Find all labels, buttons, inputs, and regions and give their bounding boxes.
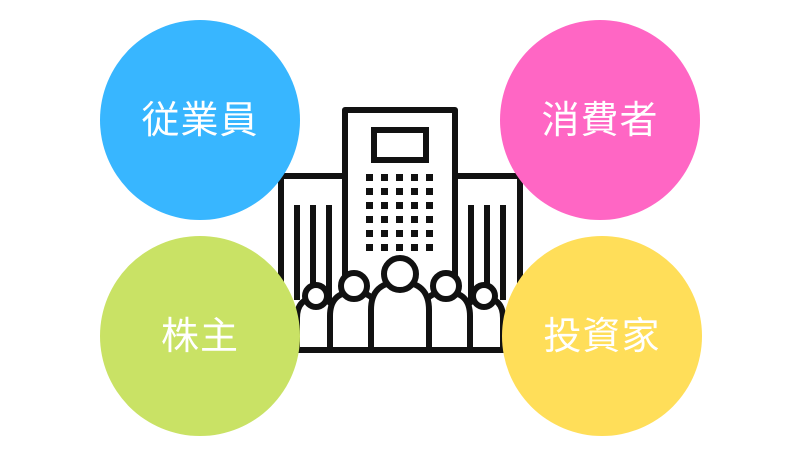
employees-circle: 従業員 xyxy=(100,20,300,220)
window-dot xyxy=(381,230,388,237)
company-building-with-people-icon xyxy=(278,107,523,353)
investors-circle: 投資家 xyxy=(502,236,702,436)
shareholders-label: 株主 xyxy=(160,314,239,358)
window-dot xyxy=(396,244,403,251)
employees-label: 従業員 xyxy=(141,98,259,142)
window-dot xyxy=(366,174,373,181)
window-dot xyxy=(366,216,373,223)
window-dot xyxy=(411,230,418,237)
consumers-circle: 消費者 xyxy=(500,20,700,220)
window-dot xyxy=(366,230,373,237)
window-dot xyxy=(411,244,418,251)
window-dot xyxy=(396,202,403,209)
window-dot xyxy=(411,188,418,195)
window-dot xyxy=(411,174,418,181)
window-dot xyxy=(396,174,403,181)
investors-label: 投資家 xyxy=(543,314,661,358)
window-dot xyxy=(366,244,373,251)
window-dot xyxy=(396,188,403,195)
window-dot xyxy=(381,202,388,209)
window-dot xyxy=(396,230,403,237)
window-dot xyxy=(426,244,433,251)
consumers-label: 消費者 xyxy=(541,98,659,142)
shareholders-circle: 株主 xyxy=(100,236,300,436)
window-dot xyxy=(366,202,373,209)
window-dot xyxy=(396,216,403,223)
window-dot xyxy=(426,174,433,181)
window-dot xyxy=(426,188,433,195)
window-dot xyxy=(411,216,418,223)
window-dot xyxy=(381,188,388,195)
window-dot xyxy=(426,202,433,209)
window-dot xyxy=(426,230,433,237)
window-dot xyxy=(381,174,388,181)
window-dot xyxy=(411,202,418,209)
window-dot xyxy=(426,216,433,223)
window-dot xyxy=(366,188,373,195)
window-dot xyxy=(381,216,388,223)
window-dot xyxy=(381,244,388,251)
